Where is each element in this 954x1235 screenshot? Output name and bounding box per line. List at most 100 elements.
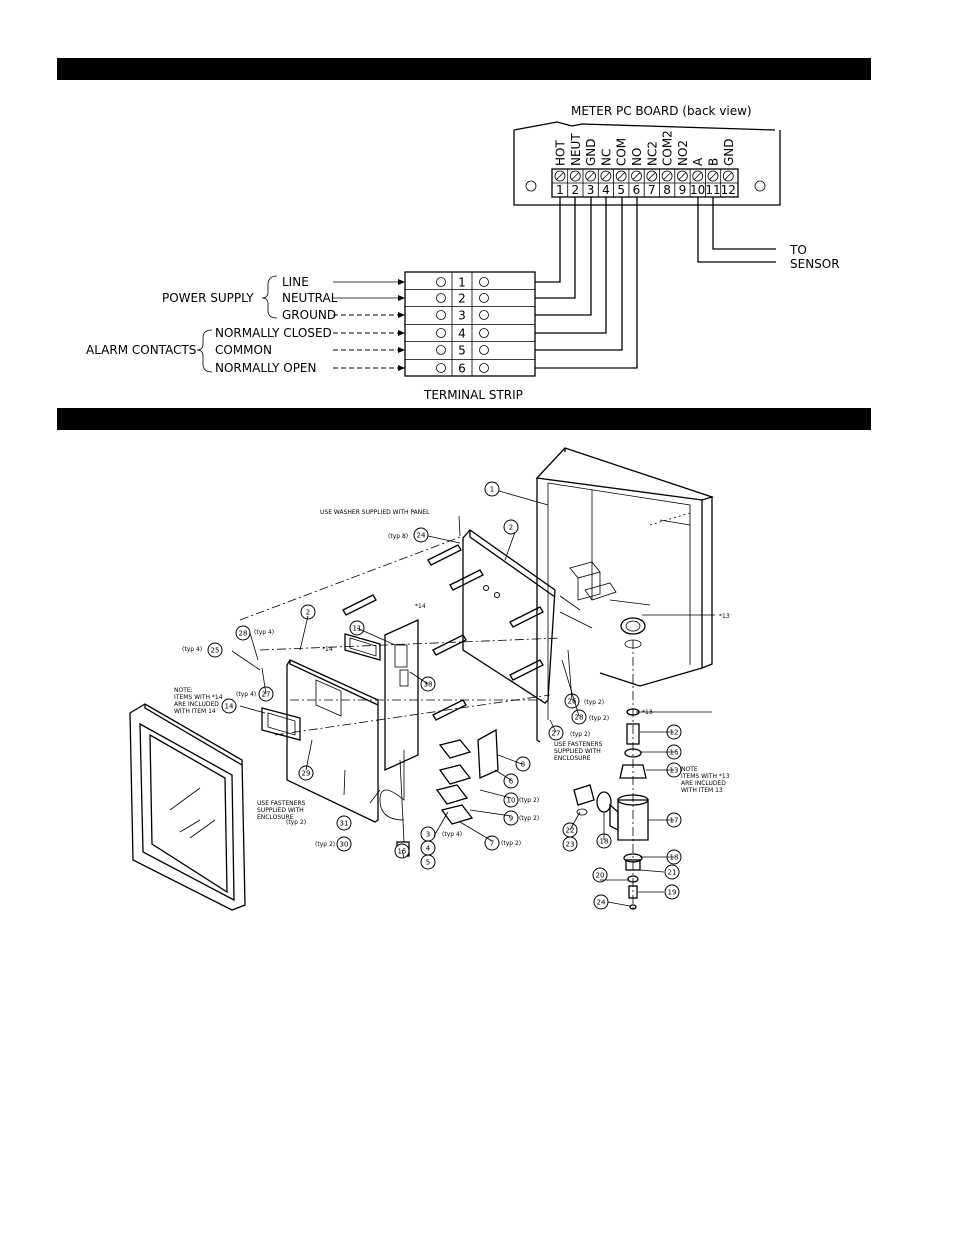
callout-number: 10 <box>507 797 516 805</box>
callout-c24a: 24 <box>413 527 429 543</box>
input-common: COMMON <box>215 343 405 357</box>
callout-number: 6 <box>509 778 514 786</box>
qty-typ2-10: (typ 2) <box>519 797 539 804</box>
terminal-strip-title: TERMINAL STRIP <box>423 388 523 402</box>
wire-no <box>535 197 638 369</box>
section-header-bar-exploded-view <box>57 408 871 430</box>
note14-line3: ARE INCLUDED <box>174 701 219 708</box>
note-fasteners-left-3: ENCLOSURE <box>257 814 294 821</box>
strip-row-3: 3 <box>405 306 535 323</box>
callout-number: 13 <box>670 767 679 775</box>
board-terminal-number: 6 <box>633 183 641 197</box>
strip-number: 2 <box>458 292 466 306</box>
board-terminal-3: 3 GND <box>584 138 598 197</box>
wire-hot <box>535 197 561 283</box>
note13-line2: ITEMS WITH *13 <box>681 773 730 780</box>
callout-c28b: 28 <box>571 709 587 725</box>
callout-c21: 21 <box>664 864 680 880</box>
callout-c8: 8 <box>515 756 531 772</box>
input-label: LINE <box>282 275 309 289</box>
callout-c14: 14 <box>221 698 237 714</box>
callout-number: 25 <box>211 647 220 655</box>
strip-row-5: 5 <box>405 341 535 358</box>
board-terminals: 1HOT2NEUT3GND4NC5COM6NO7NC28COM29NO210A1… <box>554 130 736 197</box>
sensor-label-to: TO <box>789 243 807 257</box>
wire-com <box>535 197 623 351</box>
input-label: COMMON <box>215 343 272 357</box>
note-fasteners-left-2: SUPPLIED WITH <box>257 807 304 814</box>
callout-number: 16 <box>670 749 679 757</box>
input-normally-open: NORMALLY OPEN <box>215 361 405 375</box>
board-mount-hole-right <box>754 180 766 192</box>
board-terminal-number: 11 <box>705 183 720 197</box>
board-outline <box>513 130 781 206</box>
board-mount-hole-left <box>525 180 537 192</box>
qty-typ2-7: (typ 2) <box>501 840 521 847</box>
board-terminal-label: GND <box>584 138 598 166</box>
board-terminal-number: 5 <box>617 183 625 197</box>
qty-typ4-25: (typ 4) <box>182 646 202 653</box>
callout-number: 31 <box>340 820 349 828</box>
callout-number: 28 <box>239 630 248 638</box>
front-window-frame <box>129 703 246 911</box>
callout-c18b: 18 <box>596 833 612 849</box>
board-terminal-number: 3 <box>587 183 595 197</box>
callout-number: 1 <box>490 486 494 494</box>
board-terminal-label: NO <box>630 148 644 166</box>
alarm-contacts-brace <box>196 329 213 373</box>
board-title: METER PC BOARD (back view) <box>571 104 752 118</box>
board-terminal-number: 8 <box>663 183 671 197</box>
input-line: LINE <box>282 275 405 289</box>
callout-number: 38 <box>424 681 433 689</box>
wire-gnd <box>535 197 592 316</box>
board-terminal-label: HOT <box>554 140 568 166</box>
wire-sensor-b <box>712 197 776 250</box>
callout-number: 14 <box>225 703 234 711</box>
callout-c10: 10 <box>503 792 519 808</box>
board-terminal-label: NO2 <box>676 140 690 166</box>
callout-number: 8 <box>521 761 525 769</box>
callout-number: 18 <box>670 854 679 862</box>
callout-c23: 23 <box>562 836 578 852</box>
callout-c2b: 2 <box>300 604 316 620</box>
callout-c5: 5 <box>420 854 436 870</box>
callout-number: 27 <box>552 730 561 738</box>
qty-typ4-28: (typ 4) <box>254 629 274 636</box>
terminal-parts <box>435 728 499 825</box>
note13-line1: NOTE <box>681 766 698 773</box>
callout-bubbles: 1222411282527143829313015345678910262827… <box>207 481 682 910</box>
rear-panel <box>462 529 556 704</box>
board-terminal-number: 4 <box>602 183 610 197</box>
strip-number: 4 <box>458 327 466 341</box>
board-terminal-6: 6 NO <box>630 148 644 197</box>
strip-number: 1 <box>458 276 466 290</box>
strip-number: 5 <box>458 344 466 358</box>
callout-number: 18 <box>600 838 609 846</box>
board-terminal-label: NC2 <box>645 141 659 166</box>
callout-number: 2 <box>306 609 310 617</box>
callout-c6: 6 <box>503 773 519 789</box>
callout-number: 28 <box>575 714 584 722</box>
qty-typ2-26: (typ 2) <box>584 699 604 706</box>
group-power-supply: POWER SUPPLY <box>162 291 254 305</box>
callout-number: 11 <box>353 625 362 633</box>
standoffs <box>239 535 561 736</box>
star14-left: *14 <box>322 646 333 653</box>
group-alarm-contacts: ALARM CONTACTS <box>86 343 196 357</box>
input-label: NORMALLY CLOSED <box>215 326 332 340</box>
note-washer: USE WASHER SUPPLIED WITH PANEL <box>320 509 430 516</box>
strip-row-1: 1 <box>436 276 489 290</box>
note14-line4: WITH ITEM 14 <box>174 708 216 715</box>
strip-row-6: 6 <box>405 359 535 376</box>
callout-c3: 3 <box>420 826 436 842</box>
note14-line1: NOTE: <box>174 687 193 694</box>
callout-number: 17 <box>670 817 679 825</box>
pipe-fittings <box>573 640 649 910</box>
section-header-bar-wiring <box>57 58 871 80</box>
leader-lines <box>231 490 715 907</box>
strip-number: 3 <box>458 309 466 323</box>
